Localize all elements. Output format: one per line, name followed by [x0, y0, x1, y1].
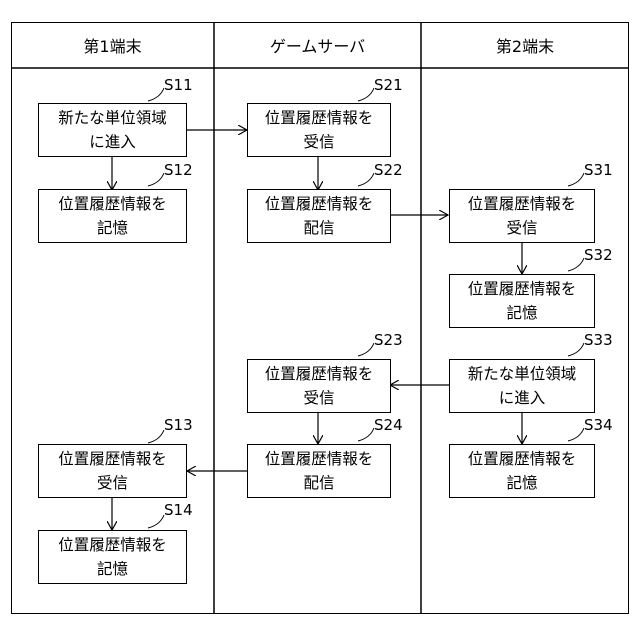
- step-s34: 位置履歴情報を 記憶: [449, 444, 595, 498]
- label-s13: S13: [164, 416, 193, 434]
- label-s32: S32: [584, 246, 613, 264]
- step-s32: 位置履歴情報を 記憶: [449, 274, 595, 328]
- step-s33: 新たな単位領域 に進入: [449, 359, 595, 413]
- step-s14: 位置履歴情報を 記憶: [38, 530, 187, 584]
- label-s24: S24: [374, 416, 403, 434]
- step-s22: 位置履歴情報を 配信: [247, 189, 391, 243]
- step-s12: 位置履歴情報を 記憶: [38, 189, 187, 243]
- label-s11: S11: [164, 76, 193, 94]
- label-s33: S33: [584, 331, 613, 349]
- lane-header-server: ゲームサーバ: [214, 22, 421, 68]
- label-s22: S22: [374, 161, 403, 179]
- lane-header-terminal1: 第1端末: [11, 22, 214, 68]
- step-s23: 位置履歴情報を 受信: [247, 359, 391, 413]
- label-s21: S21: [374, 76, 403, 94]
- label-s12: S12: [164, 161, 193, 179]
- label-s34: S34: [584, 416, 613, 434]
- label-s14: S14: [164, 501, 193, 519]
- step-s31: 位置履歴情報を 受信: [449, 189, 595, 243]
- step-s21: 位置履歴情報を 受信: [247, 103, 391, 157]
- step-s13: 位置履歴情報を 受信: [38, 444, 187, 498]
- label-s31: S31: [584, 161, 613, 179]
- label-s23: S23: [374, 331, 403, 349]
- lane-header-terminal2: 第2端末: [421, 22, 629, 68]
- step-s24: 位置履歴情報を 配信: [247, 444, 391, 498]
- step-s11: 新たな単位領域 に進入: [38, 103, 187, 157]
